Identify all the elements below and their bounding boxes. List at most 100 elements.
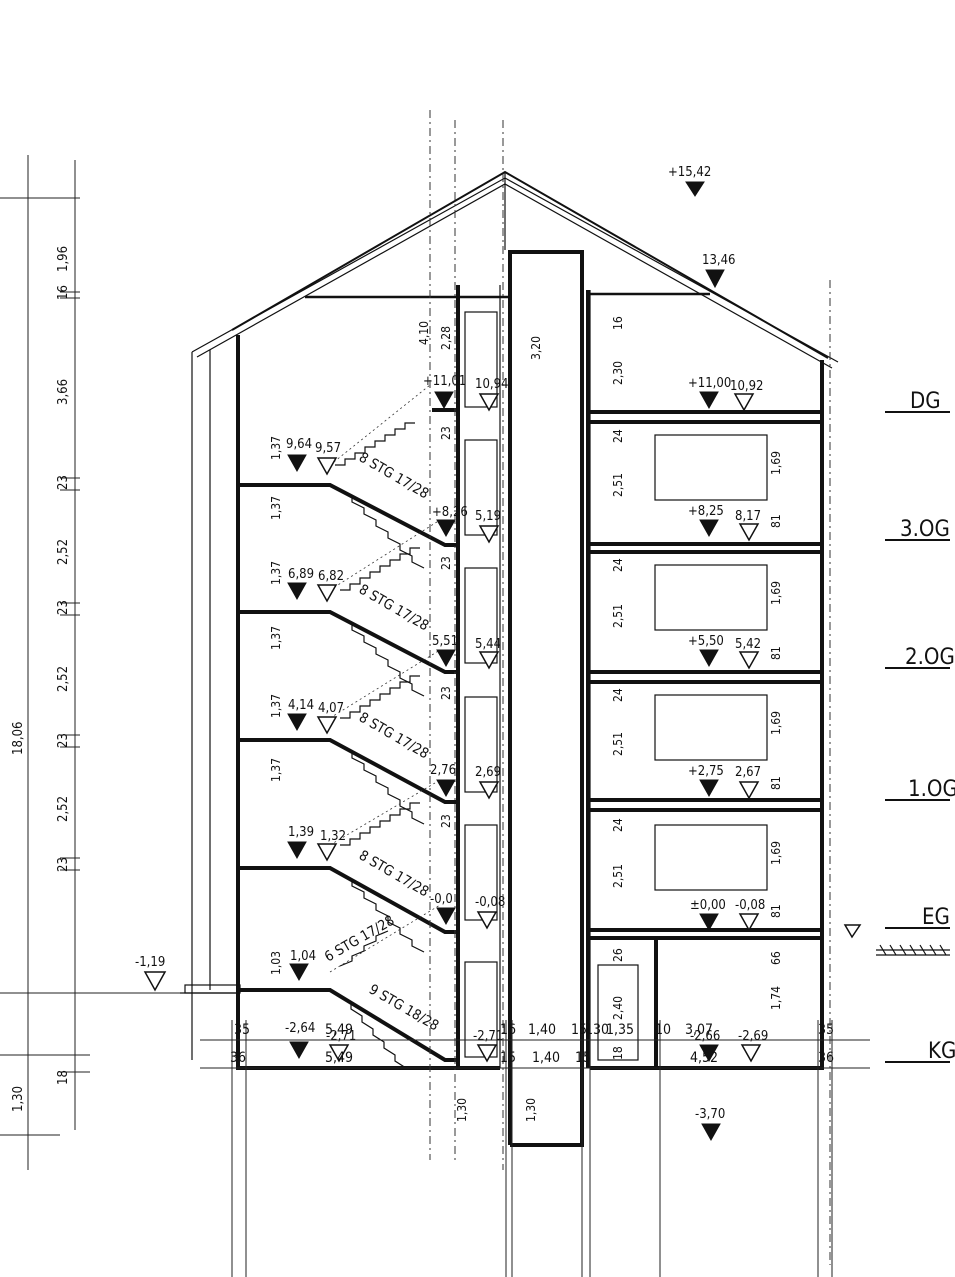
svg-text:2,40: 2,40	[611, 996, 625, 1020]
svg-text:1,40: 1,40	[532, 1050, 560, 1066]
svg-text:1,30: 1,30	[455, 1098, 469, 1122]
svg-text:15: 15	[571, 1022, 587, 1038]
ground-hatch	[843, 924, 950, 956]
dim-23-d: 23	[56, 857, 71, 872]
stair-label-3og: 8 STG 17/28	[356, 582, 431, 635]
bottom-dimension-labels-row2: 36 5,49 15 1,40 15 4,52 36	[230, 1050, 834, 1066]
svg-text:35: 35	[818, 1022, 834, 1038]
level-0-0: -0,0	[430, 892, 453, 907]
dim-18-06-total: 18,06	[11, 722, 26, 755]
svg-text:26: 26	[611, 948, 625, 962]
level-4-07: 4,07	[318, 701, 344, 716]
stair-label-1og: 8 STG 17/28	[356, 848, 431, 901]
svg-text:1,37: 1,37	[269, 496, 283, 520]
levels-open: 10,94 9,57 10,92 5,19 6,82 8,17 5,44 4,0…	[135, 377, 768, 1063]
floor-label-2og: 2.OG	[905, 645, 955, 670]
bottom-dimension-labels-row1: 35 5,49 16 1,40 15 130 1,35 10 3,07 35	[234, 1022, 834, 1038]
svg-text:5,49: 5,49	[325, 1022, 353, 1038]
svg-text:35: 35	[234, 1022, 250, 1038]
level-5-51: 5,51	[432, 634, 458, 649]
inner-dimensions: 4,10 2,28 3,20 16 2,30 24 2,51 24 2,51 2…	[269, 316, 783, 1122]
level-10-92: 10,92	[730, 379, 763, 394]
svg-text:1,40: 1,40	[528, 1022, 556, 1038]
level-m0-08-a: -0,08	[475, 895, 505, 910]
floor-label-kg: KG	[928, 1039, 955, 1064]
svg-text:15: 15	[500, 1050, 516, 1066]
level-1-04: 1,04	[290, 949, 316, 964]
svg-text:2,51: 2,51	[611, 864, 625, 888]
roof	[191, 170, 839, 1060]
level-15-42: +15,42	[668, 165, 711, 180]
svg-text:36: 36	[230, 1050, 246, 1066]
stair-label-2og: 8 STG 17/28	[356, 710, 431, 763]
level-m2-64: -2,64	[285, 1021, 315, 1036]
level-8-26: +8,26	[432, 505, 468, 520]
dim-23-b: 23	[56, 600, 71, 615]
stair-labels: 8 STG 17/28 8 STG 17/28 8 STG 17/28 8 ST…	[322, 450, 441, 1035]
svg-text:1,69: 1,69	[769, 711, 783, 735]
svg-text:81: 81	[769, 514, 783, 528]
floor-label-dg: DG	[910, 389, 941, 414]
svg-text:16: 16	[500, 1022, 516, 1038]
left-wing-slabs	[240, 408, 460, 1062]
level-9-57: 9,57	[315, 441, 341, 456]
stair-label-dg: 8 STG 17/28	[356, 450, 431, 503]
floor-label-3og: 3.OG	[900, 517, 950, 542]
level-11-01: +11,01	[423, 374, 466, 389]
level-6-89: 6,89	[288, 567, 314, 582]
level-2-67: 2,67	[735, 765, 761, 780]
svg-text:1,37: 1,37	[269, 626, 283, 650]
right-wing-slabs	[588, 410, 824, 1066]
svg-text:1,69: 1,69	[769, 841, 783, 865]
svg-text:24: 24	[611, 429, 625, 443]
dim-1-30: 1,30	[11, 1086, 26, 1112]
level-5-50: +5,50	[688, 634, 724, 649]
level-13-46: 13,46	[702, 253, 735, 268]
svg-text:10: 10	[655, 1022, 671, 1038]
svg-text:81: 81	[769, 904, 783, 918]
level-1-39: 1,39	[288, 825, 314, 840]
level-m2-71-b: -2,71	[473, 1029, 503, 1044]
axis-lines	[429, 110, 831, 1265]
svg-text:3,07: 3,07	[685, 1022, 713, 1038]
svg-text:4,52: 4,52	[690, 1050, 718, 1066]
svg-text:2,30: 2,30	[611, 361, 625, 385]
level-m0-08-b: -0,08	[735, 898, 765, 913]
level-5-42: 5,42	[735, 637, 761, 652]
svg-text:24: 24	[611, 688, 625, 702]
svg-text:16: 16	[611, 316, 625, 330]
svg-text:4,10: 4,10	[417, 321, 431, 345]
dim-2-52-a: 2,52	[56, 539, 71, 565]
level-2-76: 2,76	[430, 763, 456, 778]
dim-3-66: 3,66	[56, 379, 71, 405]
svg-text:24: 24	[611, 558, 625, 572]
dim-2-52-c: 2,52	[56, 796, 71, 822]
svg-text:1,30: 1,30	[524, 1098, 538, 1122]
bottom-dimension-chains	[200, 1020, 870, 1277]
level-8-25: +8,25	[688, 504, 724, 519]
left-dimension-labels: 1,96 16 3,66 23 2,52 23 2,52 23 2,52 23 …	[11, 246, 71, 1112]
left-dimension-chain	[0, 155, 240, 1170]
level-m2-69: -2,69	[738, 1029, 768, 1044]
level-9-64: 9,64	[286, 437, 312, 452]
levels-solid: +15,42 13,46 +11,01 9,64 +11,00 +8,26 6,…	[285, 165, 735, 1142]
svg-text:1,37: 1,37	[269, 694, 283, 718]
floor-label-eg: EG	[922, 905, 950, 930]
svg-text:36: 36	[818, 1050, 834, 1066]
dim-23-c: 23	[56, 733, 71, 748]
svg-text:3,20: 3,20	[529, 336, 543, 360]
svg-text:81: 81	[769, 646, 783, 660]
svg-text:15: 15	[575, 1050, 591, 1066]
dim-23-a: 23	[56, 475, 71, 490]
svg-text:24: 24	[611, 818, 625, 832]
svg-text:1,37: 1,37	[269, 561, 283, 585]
level-2-75: +2,75	[688, 764, 724, 779]
svg-text:18: 18	[611, 1046, 625, 1060]
svg-text:1,74: 1,74	[769, 986, 783, 1010]
stair-hidden-lines	[329, 384, 441, 973]
svg-text:5,49: 5,49	[325, 1050, 353, 1066]
svg-text:23: 23	[439, 556, 453, 570]
level-m3-70: -3,70	[695, 1107, 725, 1122]
dim-16: 16	[56, 285, 71, 300]
